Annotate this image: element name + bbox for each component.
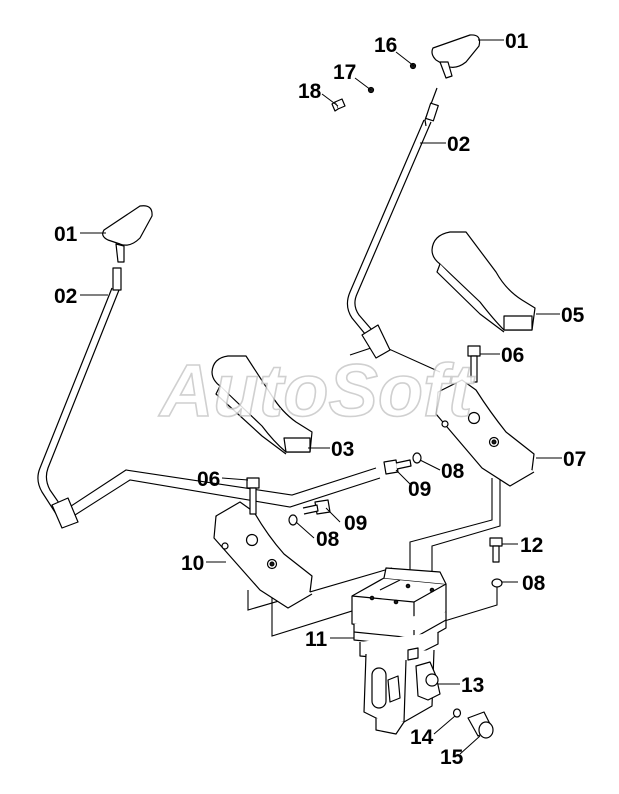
callout-09-left: 09 [344,512,367,535]
left-lever-rod [37,267,122,529]
brake-valve [351,567,447,735]
fitting-15 [467,711,494,739]
callout-08-mid: 08 [441,460,465,483]
watermark-text: AutoSoft [158,349,476,432]
pedal-pad-left [211,355,313,455]
washer-08-mid [412,452,422,464]
washer-08-right [491,578,503,588]
callout-12: 12 [520,534,543,557]
bolt-06-left [246,477,260,515]
callout-08-right: 08 [522,572,546,595]
pedal-arm-left [213,501,313,609]
callout-08-left: 08 [316,528,340,551]
callout-09-mid: 09 [408,478,431,501]
upper-lever-knob [431,34,481,79]
callouts: 01 16 17 18 02 01 02 05 06 03 07 08 09 0… [54,30,586,769]
upper-lever-rod [346,87,439,359]
callout-15: 15 [440,746,464,769]
bolt-06-right [467,345,481,383]
callout-02-top: 02 [447,133,470,156]
callout-16: 16 [374,34,397,57]
callout-11: 11 [305,628,328,651]
callout-14: 14 [410,726,434,749]
linkage-lines [61,344,501,637]
bolt-12 [489,537,503,563]
callout-05: 05 [561,304,585,327]
bolt-09-left [302,499,331,515]
callout-01-left: 01 [54,223,78,246]
callout-06-left: 06 [197,468,220,491]
callout-07: 07 [563,448,586,471]
callout-17: 17 [333,61,356,84]
callout-02-left: 02 [54,285,77,308]
bolt-09-mid [383,459,412,475]
callout-13: 13 [461,674,484,697]
leader-lines [80,39,562,755]
left-lever-knob [102,205,153,263]
callout-18: 18 [298,80,322,103]
callout-10: 10 [181,552,204,575]
pedal-pad-right [431,231,536,333]
washer-08-left [288,514,298,526]
pedal-arm-right [435,379,535,487]
callout-03: 03 [331,438,354,461]
fitting-14 [452,708,462,718]
callout-06-right: 06 [501,344,524,367]
callout-01-top: 01 [505,30,529,53]
